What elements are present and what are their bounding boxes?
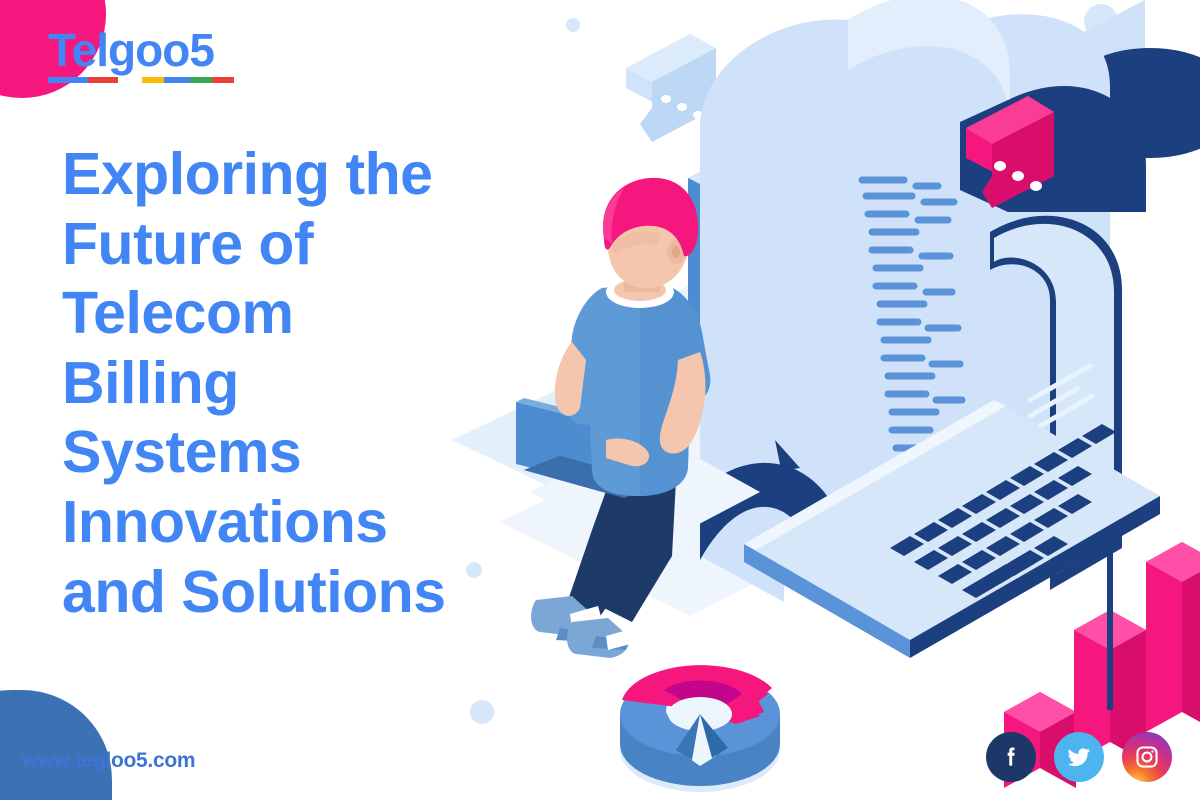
headline-line-0: Exploring the [62, 141, 433, 207]
cursor-arrow-icon [775, 440, 800, 484]
open-laptop [744, 215, 1160, 658]
headline-line-3: Billing [62, 349, 239, 416]
logo-wordmark: Telgoo5 [48, 24, 215, 76]
headline-line-2: Telecom [62, 280, 294, 347]
social-links [986, 732, 1172, 782]
website-url[interactable]: www.tegloo5.com [22, 749, 196, 772]
facebook-icon[interactable] [986, 732, 1036, 782]
brand-logo[interactable]: Telgoo5 [48, 27, 234, 83]
headline-line-6: and Solutions [62, 558, 446, 625]
logo-underline-gap [118, 77, 142, 83]
instagram-glyph [1136, 746, 1158, 768]
donut-chart-3d [620, 665, 780, 792]
headline-line-1: Future of [62, 210, 314, 277]
page-title: Exploring the Future of Telecom Billing … [62, 140, 542, 627]
bg-dot-lower-center [470, 700, 494, 724]
logo-underline-seg-4 [190, 77, 212, 83]
chat-bubble-pink [966, 96, 1054, 208]
instagram-icon[interactable] [1122, 732, 1172, 782]
laptop-keyboard [890, 424, 1116, 598]
chat-bubble-light [626, 34, 716, 142]
logo-underline-seg-3 [164, 77, 190, 83]
bar-chart-3d [1004, 542, 1200, 788]
logo-underline [48, 77, 234, 83]
bg-dot-upper-center [566, 18, 580, 32]
logo-underline-seg-2 [142, 77, 164, 83]
headline-line-4: Systems [62, 419, 302, 486]
bg-dot-mid-left [466, 562, 482, 578]
twitter-glyph [1068, 748, 1090, 767]
person-with-laptop [516, 177, 760, 658]
logo-underline-seg-5 [212, 77, 234, 83]
facebook-glyph [1007, 747, 1015, 766]
logo-underline-seg-0 [48, 77, 88, 83]
headline-line-5: Innovations [62, 489, 388, 556]
twitter-icon[interactable] [1054, 732, 1104, 782]
logo-underline-seg-1 [88, 77, 118, 83]
